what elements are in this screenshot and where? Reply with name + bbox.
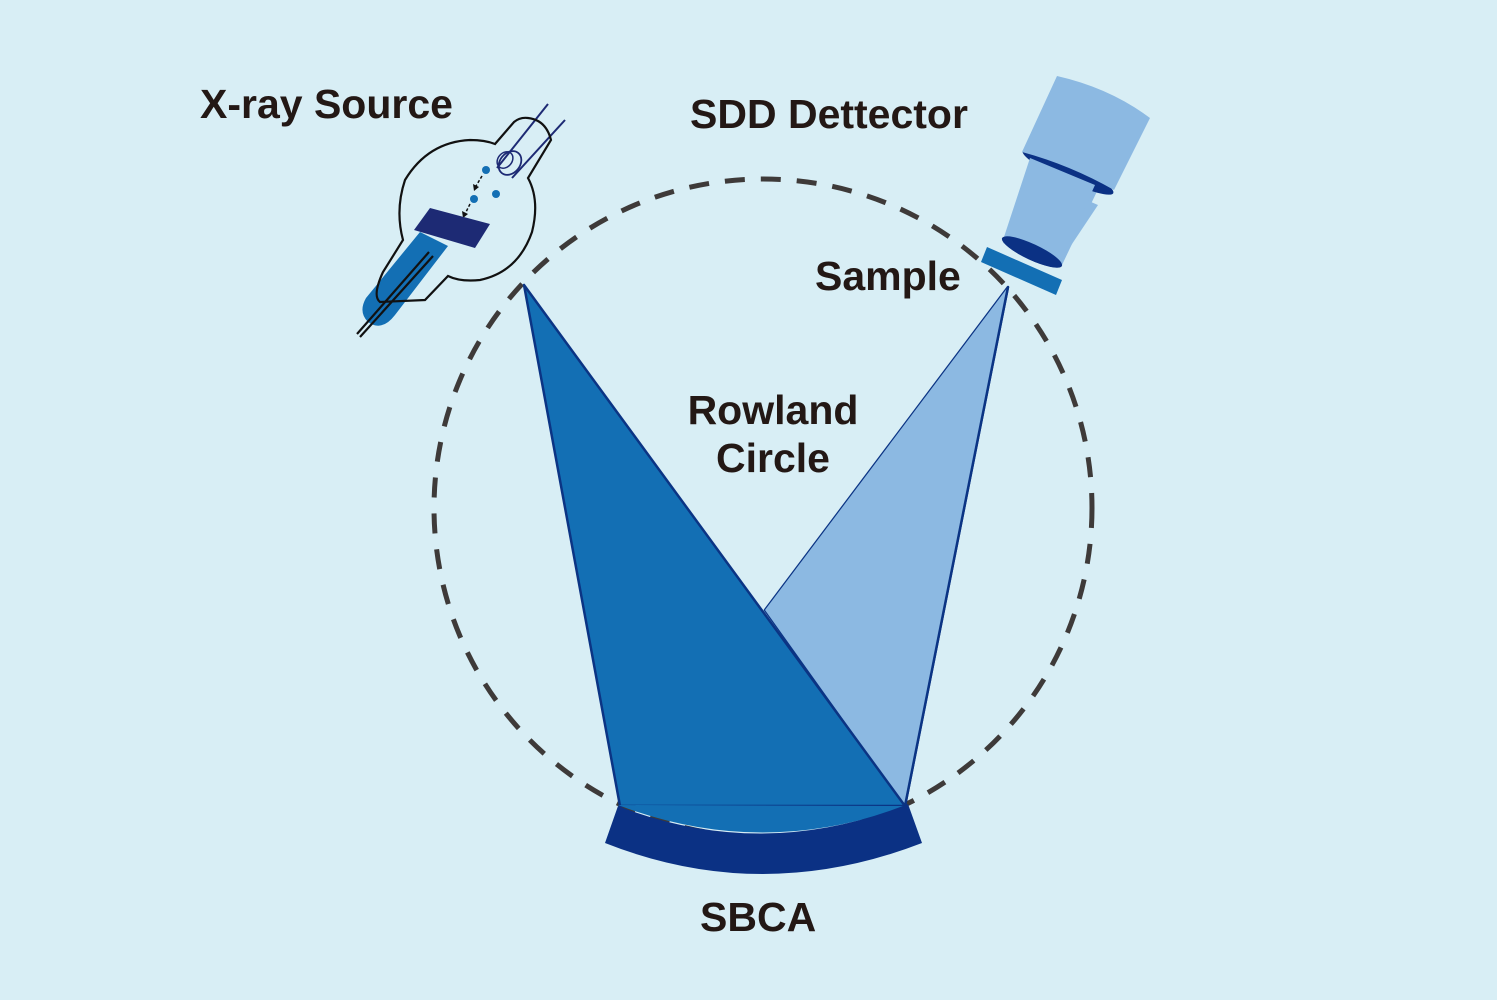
rowland-label-line1: Rowland xyxy=(687,387,859,433)
xray-tube-icon xyxy=(356,103,566,338)
sdd-detector xyxy=(1001,76,1150,268)
rowland-label-line2: Circle xyxy=(716,435,830,481)
diffracted-beam-lower xyxy=(765,287,1008,806)
diffracted-beam-edge xyxy=(903,286,1010,807)
rowland-circle-label: Rowland Circle xyxy=(650,386,896,482)
beam-arc-fill xyxy=(618,805,908,833)
sbca-label: SBCA xyxy=(700,894,817,940)
xray-source-label: X-ray Source xyxy=(200,81,453,127)
sample-label: Sample xyxy=(815,253,961,299)
tube-envelope xyxy=(375,116,553,304)
sdd-detector-label: SDD Dettector xyxy=(690,91,968,137)
sample-plate xyxy=(981,247,1062,295)
sbca-crystal xyxy=(605,804,922,874)
